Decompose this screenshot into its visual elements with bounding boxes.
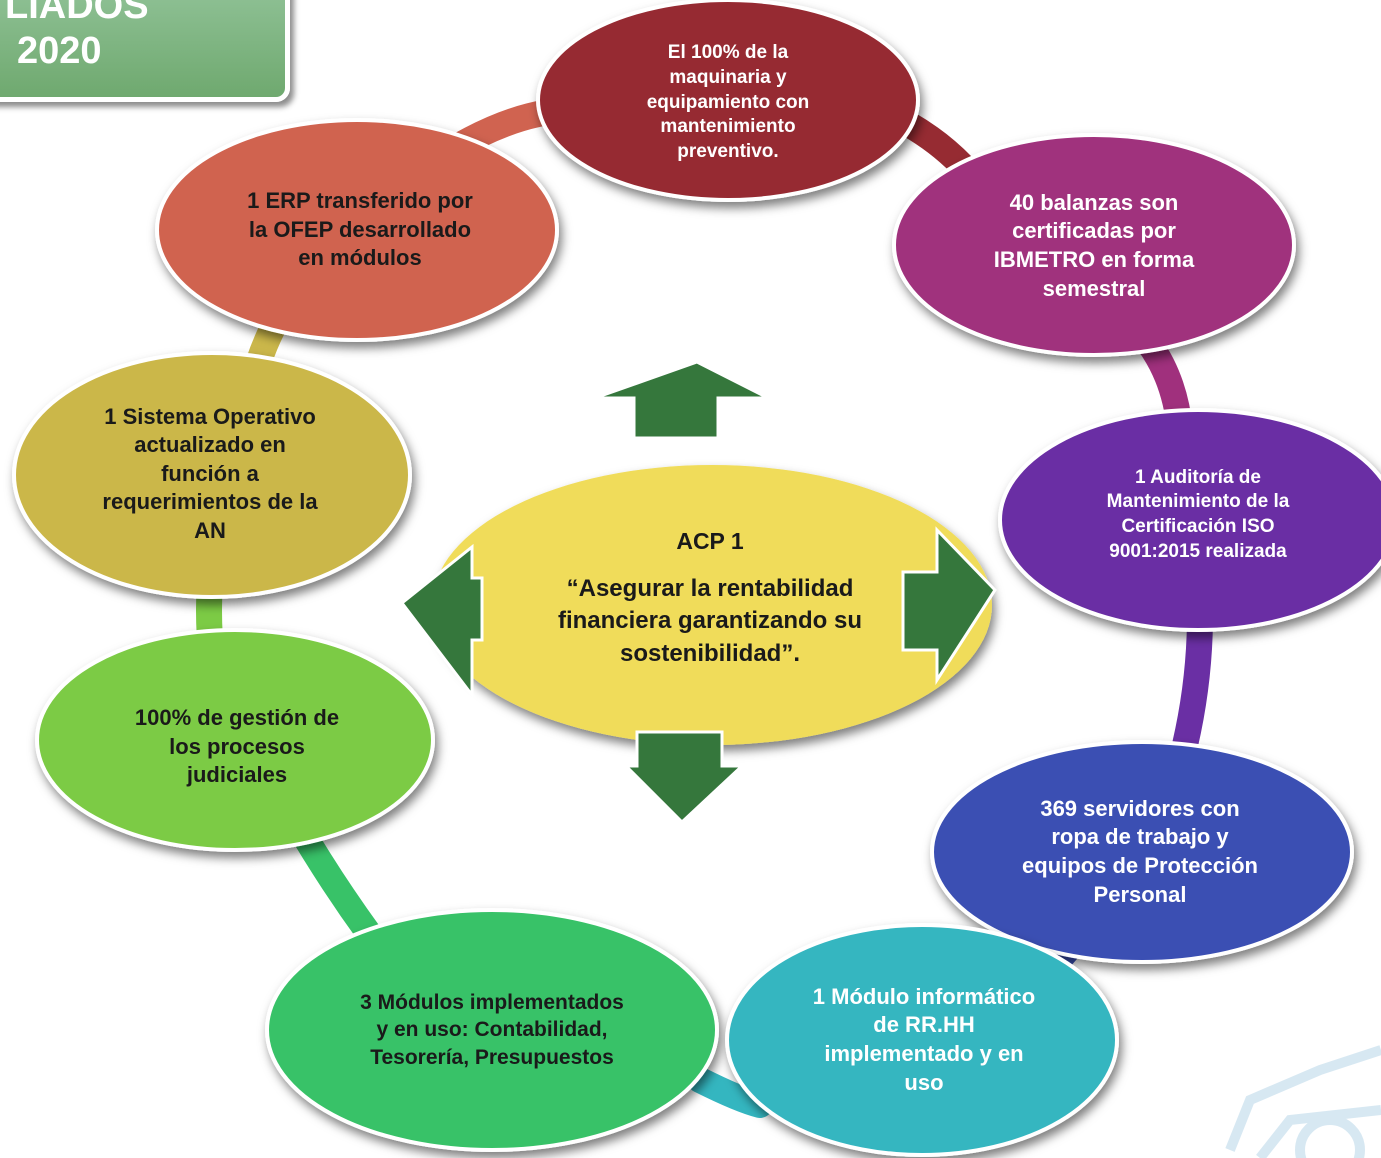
node-ellipse-erp bbox=[155, 118, 559, 342]
node-erp: 1 ERP transferido por la OFEP desarrolla… bbox=[247, 188, 473, 271]
node-servidores: 369 servidores con ropa de trabajo y equ… bbox=[1022, 795, 1258, 907]
ring-segment-auditoria-servidores bbox=[1172, 602, 1213, 758]
center-ellipse bbox=[432, 465, 992, 745]
arrow-down bbox=[622, 730, 746, 825]
arrow-left bbox=[399, 543, 484, 700]
center-label: ACP 1 bbox=[676, 528, 744, 554]
title-box: LIADOS 2020 bbox=[0, 0, 290, 102]
node-maquinaria: El 100% de la maquinaria y equipamiento … bbox=[646, 42, 810, 163]
node-ellipse-sistema bbox=[12, 351, 412, 599]
node-judiciales: 100% de gestión de los procesos judicial… bbox=[134, 705, 340, 788]
arrow-right bbox=[901, 526, 997, 686]
node-ellipse-modulos bbox=[265, 908, 719, 1152]
node-auditoria: 1 Auditoría de Mantenimiento de la Certi… bbox=[1106, 466, 1290, 562]
node-ellipse-balanzas bbox=[892, 133, 1296, 357]
node-ellipse-rrhh bbox=[725, 923, 1119, 1157]
watermark-vehicle-icon bbox=[1225, 1045, 1381, 1158]
node-balanzas: 40 balanzas son certificadas por IBMETRO… bbox=[993, 189, 1195, 301]
node-ellipse-judiciales bbox=[35, 628, 435, 852]
node-ellipse-maquinaria bbox=[536, 0, 920, 202]
node-ellipse-auditoria bbox=[998, 408, 1381, 632]
arrows bbox=[399, 360, 997, 825]
node-rrhh: 1 Módulo informático de RR.HH implementa… bbox=[812, 983, 1036, 1095]
nodes bbox=[12, 0, 1381, 1157]
title-line-1: LIADOS bbox=[5, 0, 149, 27]
node-modulos: 3 Módulos implementados y en uso: Contab… bbox=[360, 991, 624, 1069]
node-ellipse-servidores bbox=[930, 740, 1354, 964]
center-node: ACP 1 “Asegurar la rentabilidad financie… bbox=[500, 520, 920, 700]
center-objective: “Asegurar la rentabilidad financiera gar… bbox=[557, 575, 863, 667]
ring-segment-rrhh-modulos bbox=[687, 1067, 773, 1118]
node-sistema: 1 Sistema Operativo actualizado en funci… bbox=[102, 403, 318, 543]
arrow-up bbox=[594, 360, 769, 440]
title-line-2: 2020 bbox=[17, 30, 102, 72]
